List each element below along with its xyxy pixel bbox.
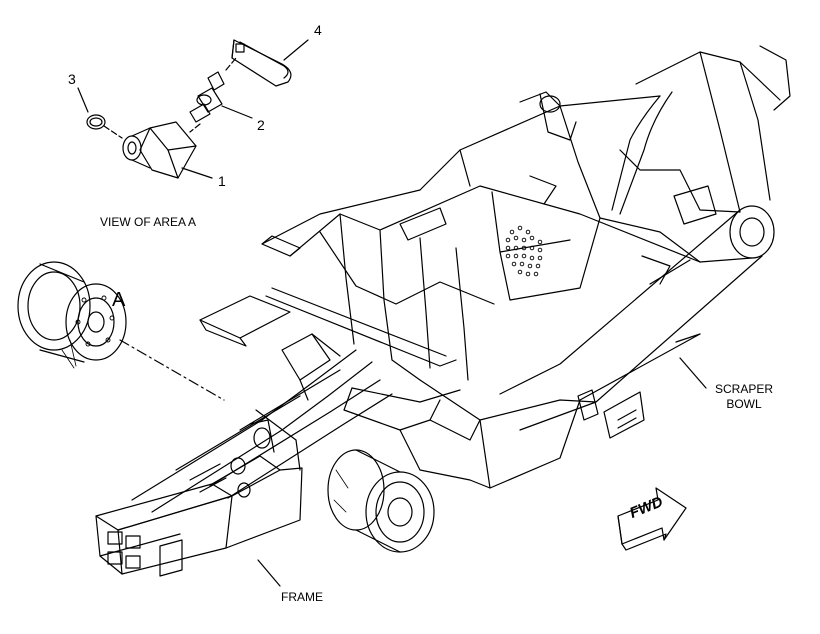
callout-3: 3 — [68, 71, 76, 87]
exploded-wheel — [17, 261, 225, 401]
frame-front — [95, 455, 303, 577]
scraper-bowl-leader — [679, 357, 707, 389]
callout-2: 2 — [257, 117, 265, 133]
front-wheel — [327, 449, 435, 553]
view-title: VIEW OF AREA A — [100, 215, 197, 229]
scraper-bowl-label-line2: BOWL — [726, 397, 762, 411]
frame-rails — [131, 333, 393, 513]
sensor-body-part-1 — [122, 121, 197, 179]
callout-4: 4 — [314, 22, 322, 38]
clip-part-4 — [231, 39, 292, 87]
bowl-rivet-grid — [505, 225, 543, 277]
scraper-bowl-label-line1: SCRAPER — [714, 382, 773, 396]
scraper-bowl — [199, 45, 791, 489]
o-ring-part-3 — [86, 114, 106, 130]
adapter-part-2 — [189, 71, 225, 123]
area-marker: A — [112, 289, 126, 311]
machine-assembly — [95, 45, 791, 587]
frame-label: FRAME — [281, 590, 323, 604]
callout-1: 1 — [218, 173, 226, 189]
area-a-exploded-view — [77, 39, 309, 179]
fwd-arrow — [617, 487, 687, 551]
frame-leader — [257, 559, 281, 587]
